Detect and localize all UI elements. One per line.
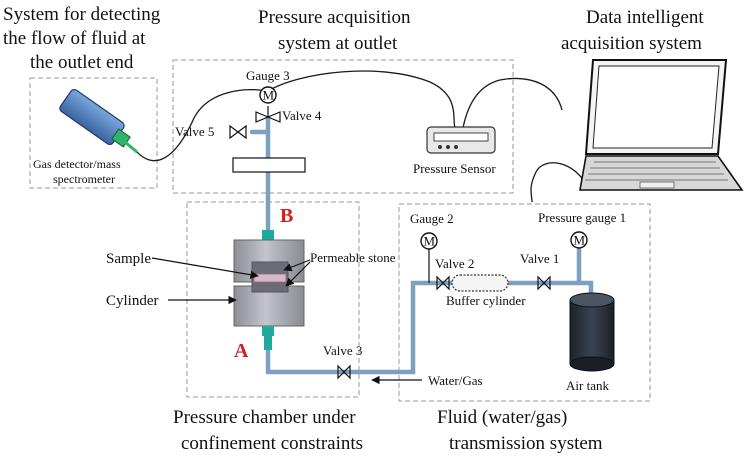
valve5-label: Valve 5 [175, 124, 214, 139]
pressure-chamber-title-2: confinement constraints [181, 433, 363, 454]
cylinder-label: Cylinder [106, 293, 159, 309]
valve5-icon [229, 124, 247, 140]
valve4-label: Valve 4 [282, 108, 322, 123]
pressure-sensor-icon [426, 126, 496, 154]
outlet-flow-title-2: the flow of fluid at [3, 28, 146, 49]
valve2-label: Valve 2 [435, 256, 474, 271]
wire-gauge3-to-sensor [267, 70, 456, 129]
valve3-label: Valve 3 [323, 343, 362, 358]
wire-sensor-to-laptop [462, 77, 563, 129]
outlet-connector [232, 157, 306, 173]
wire-gauge3-to-detector [134, 89, 269, 162]
buffer-cylinder-label: Buffer cylinder [446, 293, 526, 308]
outlet-flow-title-1: System for detecting [3, 4, 161, 25]
data-acq-title-1: Data intelligent [586, 7, 704, 28]
pipe-return-line [265, 280, 455, 375]
svg-text:M: M [424, 234, 436, 249]
wire-laptop-to-gauge1 [530, 162, 590, 203]
fluid-transmission-title-1: Fluid (water/gas) [437, 407, 567, 428]
fluid-transmission-title-2: transmission system [449, 433, 603, 454]
outlet-flow-box [29, 77, 158, 189]
point-a-label: A [234, 340, 249, 362]
gas-detector-label-2: spectrometer [53, 172, 115, 186]
pressure-acquisition-box [172, 59, 514, 194]
air-tank-icon [569, 292, 615, 372]
pressure-chamber-icon [233, 230, 305, 350]
data-acq-title-2: acquisition system [561, 33, 702, 54]
pressure-gauge1-icon: M [570, 231, 588, 249]
water-gas-label: Water/Gas [428, 373, 483, 388]
pressure-sensor-label: Pressure Sensor [413, 161, 496, 176]
air-tank-label: Air tank [566, 378, 609, 393]
gas-detector-icon [59, 88, 138, 154]
valve4-icon [255, 106, 281, 123]
valve2-icon [436, 275, 450, 291]
pipe-buffer-to-tank [505, 280, 594, 296]
permeable-stone-label: Permeable stone [310, 250, 396, 265]
valve3-icon [337, 364, 351, 380]
svg-text:M: M [263, 88, 275, 103]
laptop-icon [579, 59, 744, 191]
valve1-icon [537, 275, 551, 291]
svg-text:M: M [574, 233, 586, 248]
pressure-gauge1-label: Pressure gauge 1 [538, 210, 626, 225]
gas-detector-label-1: Gas detector/mass [33, 157, 121, 171]
buffer-cylinder-icon [451, 274, 509, 292]
pressure-acq-title-1: Pressure acquisition [258, 7, 411, 28]
gauge3-icon: M [259, 86, 277, 104]
sample-label: Sample [106, 251, 151, 267]
outlet-flow-title-3: the outlet end [30, 52, 134, 73]
gauge2-icon: M [420, 232, 438, 283]
sample-pointer [151, 257, 259, 279]
point-b-label: B [280, 205, 293, 227]
stone-pointer-upper [283, 259, 311, 272]
gauge2-label: Gauge 2 [410, 211, 454, 226]
pressure-chamber-title-1: Pressure chamber under [173, 407, 356, 428]
gauge3-label: Gauge 3 [246, 68, 290, 83]
valve1-label: Valve 1 [520, 251, 559, 266]
pressure-acq-title-2: system at outlet [278, 33, 398, 54]
stone-pointer-lower [285, 261, 311, 287]
